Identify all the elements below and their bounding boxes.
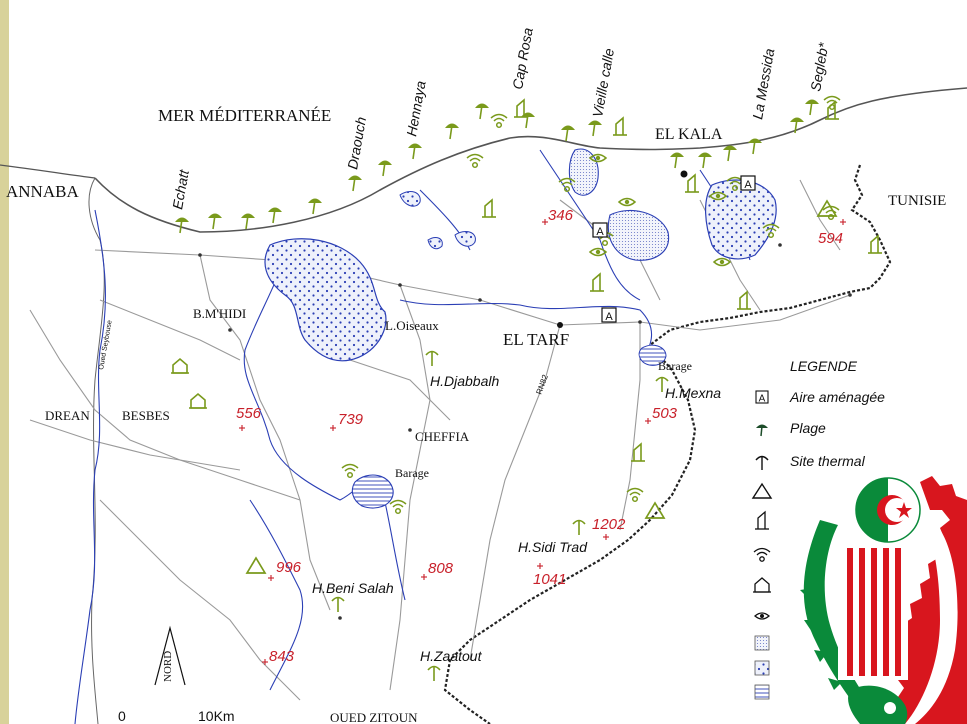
beach-la-messida: La Messida [749,47,777,120]
elevation-1041: 1041 [533,571,566,588]
svg-text:A: A [759,394,766,405]
elevation-996: 996 [276,559,302,576]
legend-lake-swatch-icon [754,635,770,651]
legend-beach-umbrella-icon [756,424,768,437]
dam-mexna [638,344,667,366]
coastline [94,87,967,233]
north-label: NORD [162,651,174,682]
thermal-djabbalh: H.Djabbalh [430,373,499,389]
town-bmhidi: B.M'HIDI [193,306,246,321]
beach-echatt: Echatt [169,168,192,211]
scale-start: 0 [118,708,126,724]
town-oued-zitoun: OUED ZITOUN [330,710,418,724]
beach-vieille-calle: Vieille calle [589,47,617,119]
hotel-symbols [481,99,883,462]
legend: LEGENDE A Aire aménagée Plage Site therm… [751,358,885,700]
town-cheffia: CHEFFIA [415,429,470,444]
town-besbes: BESBES [122,408,170,423]
elevation-1202: 1202 [592,516,626,533]
algerian-emblem [800,476,967,724]
city-el-tarf: EL TARF [503,330,569,349]
legend-hotel-building-icon [755,510,769,530]
legend-dam-swatch-icon [754,684,770,700]
elevation-556: 556 [236,405,262,422]
legend-title: LEGENDE [790,358,858,374]
thermal-mexna: H.Mexna [665,385,721,401]
elevation-594: 594 [818,230,843,247]
town-drean: DREAN [45,408,90,423]
elevation-808: 808 [428,560,454,577]
legend-spring-icon [753,547,771,562]
legend-camping-tent-icon [751,482,773,499]
elevation-346: 346 [548,207,574,224]
barage-label-2: Barage [658,359,692,373]
legend-house-icon [753,577,771,593]
elevation-739: 739 [338,411,364,428]
thermal-zaatout: H.Zaatout [420,648,483,664]
scale-end: 10Km [198,708,235,724]
city-annaba: ANNABA [6,182,79,201]
legend-forest-swatch-icon [754,660,770,676]
road-rn82: RN82 [534,373,550,396]
beach-cap-rosa: Cap Rosa [509,26,536,90]
sea-label: MER MÉDITERRANÉE [158,106,331,125]
north-arrow: NORD [154,625,186,686]
legend-thermal-site-icon [755,455,769,470]
elevation-843: 843 [269,648,295,665]
town-markers [198,170,852,620]
dam-cheffia [351,474,394,509]
thermal-beni-salah: H.Beni Salah [312,580,394,596]
legend-label-aire: Aire aménagée [789,389,885,405]
lake-oubeira-east [607,209,670,261]
lake-oubeira [264,238,387,362]
beach-segleb: Segleb* [807,41,831,93]
beach-draouch: Draouch [344,115,369,170]
legend-rest-area-icon: A [755,390,769,405]
town-loiseaux: L.Oiseaux [385,318,439,333]
elevation-503: 503 [652,405,678,422]
left-frame-bar [0,0,9,724]
thermal-sidi-trad: H.Sidi Trad [518,539,588,555]
beach-hennaya: Hennaya [403,79,429,137]
country-tunisie: TUNISIE [888,193,946,209]
legend-viewpoint-eye-icon [754,612,770,620]
scale-bar: 0 10Km [118,708,235,724]
city-el-kala: EL KALA [655,126,723,143]
lake-tonga [704,179,777,260]
house-symbols [170,358,208,409]
tunisia-border [443,164,892,724]
barage-label-1: Barage [395,466,429,480]
legend-label-plage: Plage [790,420,826,436]
legend-label-thermal: Site thermal [790,453,866,469]
